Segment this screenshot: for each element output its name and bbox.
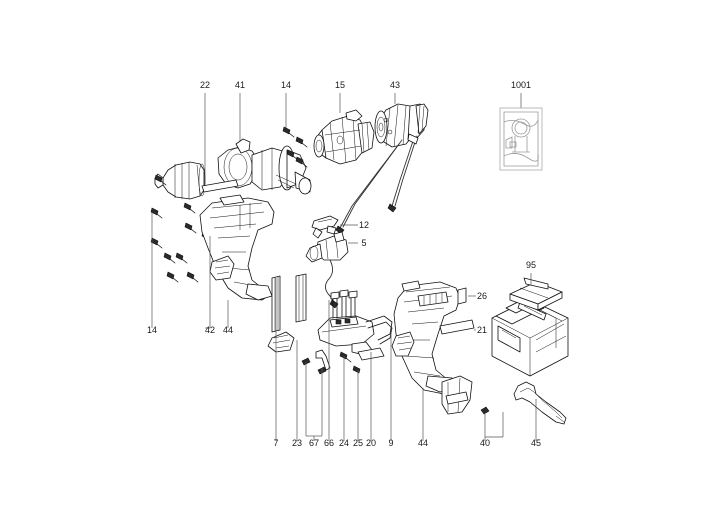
label-44-bottom: 44 [418, 438, 428, 448]
screw [175, 252, 188, 264]
label-45: 45 [531, 438, 541, 448]
inset-schematic-1001: 1001 [499, 80, 543, 171]
screw [186, 271, 199, 283]
bottom-leader-lines [275, 278, 504, 441]
label-26: 26 [477, 291, 487, 301]
label-24: 24 [339, 438, 349, 448]
bottom-row-labels: 7 23 67 66 24 25 20 9 44 40 [273, 438, 490, 448]
label-67: 67 [309, 438, 319, 448]
label-66: 66 [324, 438, 334, 448]
screw [295, 156, 308, 168]
label-15: 15 [335, 80, 345, 90]
part-belt-clip [441, 375, 490, 415]
label-20: 20 [366, 438, 376, 448]
label-7: 7 [273, 438, 278, 448]
screw [150, 207, 163, 219]
label-40: 40 [480, 438, 490, 448]
part-strip-set [271, 273, 307, 333]
label-14-top: 14 [281, 80, 291, 90]
part-screw-column-left [150, 174, 214, 283]
part-housing-half-right [391, 280, 461, 395]
label-22: 22 [200, 80, 210, 90]
label-5: 5 [361, 238, 366, 248]
part-rating-plate: 21 [439, 319, 487, 335]
label-14-left: 14 [147, 325, 157, 335]
label-44-left: 44 [223, 325, 233, 335]
part-battery-contact-cover: 95 [509, 260, 563, 311]
label-43: 43 [390, 80, 400, 90]
screw [183, 202, 196, 214]
part-logo-badge: 26 [457, 287, 487, 305]
label-9: 9 [388, 438, 393, 448]
top-row-labels: 22 41 14 15 43 [200, 80, 400, 90]
label-21: 21 [477, 325, 487, 335]
part-battery-pack [491, 298, 569, 377]
label-42: 42 [205, 325, 215, 335]
label-95: 95 [526, 260, 536, 270]
screw [282, 126, 295, 138]
part-gearbox-assembly [313, 109, 375, 165]
screw [184, 222, 197, 234]
screw [150, 237, 163, 249]
screw [166, 271, 179, 283]
part-housing-half-left [199, 179, 275, 301]
label-1001: 1001 [511, 80, 531, 90]
part-motor-assembly [335, 103, 429, 235]
label-12: 12 [359, 220, 369, 230]
part-electronics-module [317, 289, 393, 347]
label-23: 23 [292, 438, 302, 448]
label-41: 41 [235, 80, 245, 90]
left-column-leaders: 14 42 44 [147, 212, 233, 335]
label-25: 25 [353, 438, 363, 448]
part-trigger-switch: 5 [305, 231, 367, 309]
screw [154, 174, 167, 186]
screw [163, 252, 176, 264]
part-hook-wrench: 45 [513, 381, 567, 448]
part-screw-set-top [282, 126, 308, 168]
part-keyless-chuck [154, 161, 206, 200]
screw [295, 136, 308, 148]
